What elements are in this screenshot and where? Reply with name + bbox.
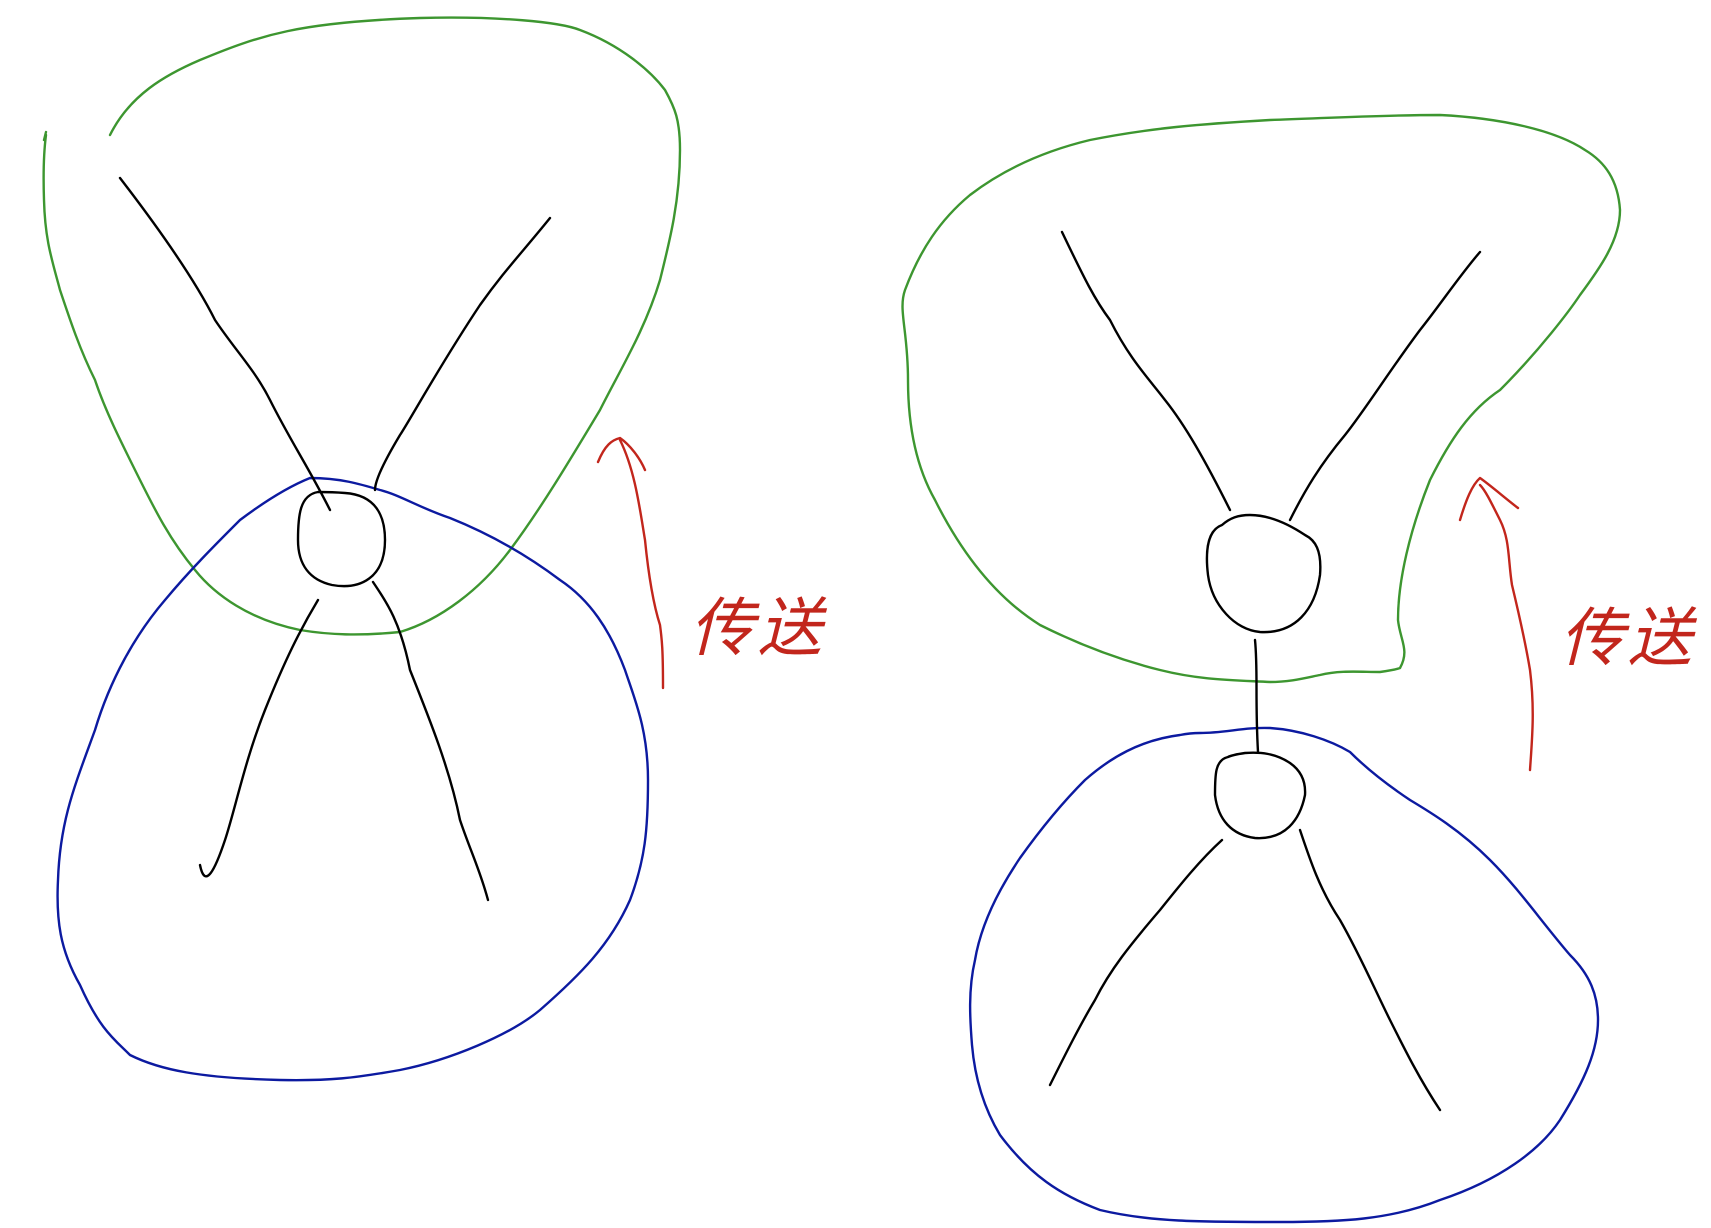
right-upper-vertex-circle [1205,513,1322,634]
left-figure: 传送 [42,16,828,1082]
right-red-arrow-shaft [1478,483,1534,772]
left-red-arrow-head [596,436,647,472]
left-blue-loop [56,476,650,1082]
right-annotation: 传送 [1560,602,1698,676]
right-green-loop [901,113,1622,684]
left-leg-lower-left [198,598,320,878]
right-lower-vertex-circle [1213,751,1307,840]
left-vertex-circle [296,490,387,588]
right-upper-leg-left [1060,230,1232,512]
right-upper-leg-right [1288,250,1482,522]
right-lower-leg-right [1298,828,1442,1112]
right-red-arrow-head [1458,476,1520,522]
left-leg-upper-right [373,216,552,492]
left-leg-lower-right [371,580,490,902]
left-red-arrow-shaft [618,438,665,690]
right-figure: 传送 [901,113,1698,1224]
right-blue-loop [968,726,1600,1224]
left-annotation: 传送 [690,592,828,666]
right-lower-leg-left [1048,838,1224,1087]
left-leg-upper-left [118,176,332,512]
left-green-tick [42,130,48,142]
right-vertex-link [1253,638,1260,754]
left-green-loop [42,16,682,636]
